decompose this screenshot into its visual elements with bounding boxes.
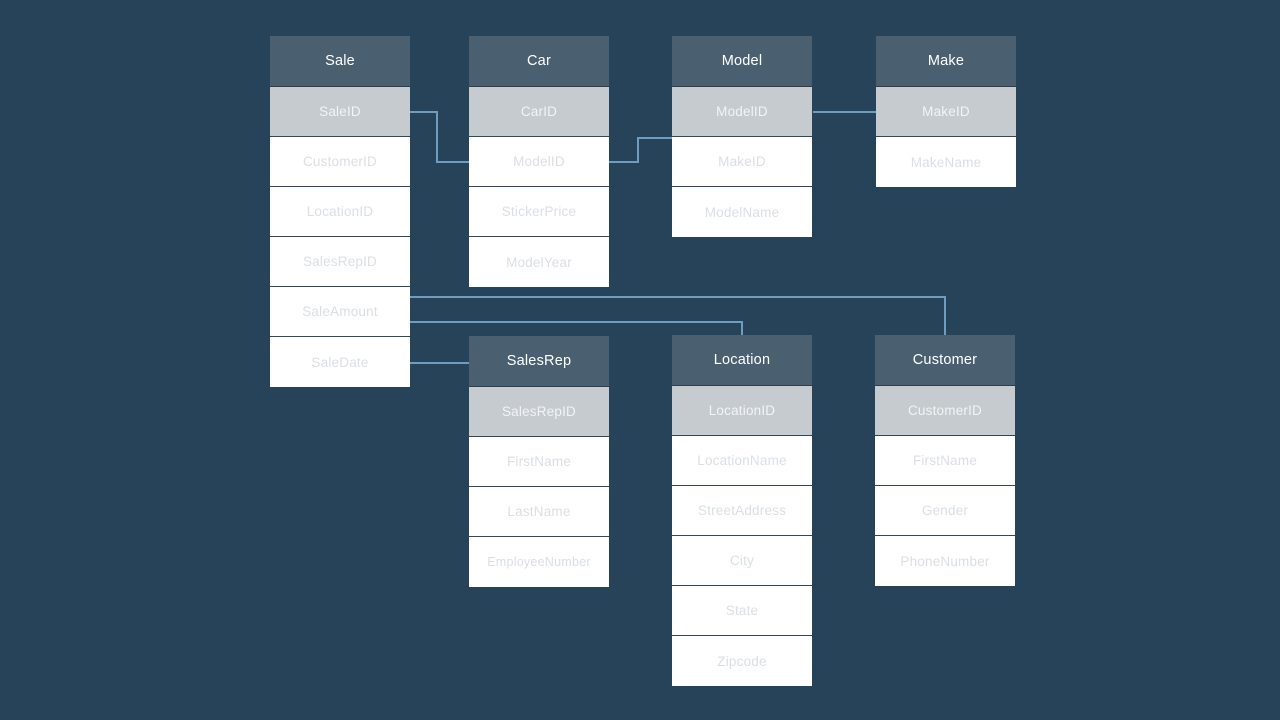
field-row-salesrep[interactable]: EmployeeNumber	[469, 537, 609, 587]
primary-key-row-location[interactable]: LocationID	[672, 386, 812, 436]
field-row-location[interactable]: StreetAddress	[672, 486, 812, 536]
field-row-location[interactable]: State	[672, 586, 812, 636]
entity-title-salesrep: SalesRep	[469, 336, 609, 387]
field-row-model[interactable]: ModelName	[672, 187, 812, 237]
relationship-connector	[410, 111, 469, 163]
field-row-sale[interactable]: SalesRepID	[270, 237, 410, 287]
relationship-connector	[410, 296, 946, 336]
field-row-model[interactable]: MakeID	[672, 137, 812, 187]
primary-key-row-model[interactable]: ModelID	[672, 87, 812, 137]
entity-title-location: Location	[672, 335, 812, 386]
field-row-customer[interactable]: FirstName	[875, 436, 1015, 486]
field-row-car[interactable]: ModelID	[469, 137, 609, 187]
field-row-salesrep[interactable]: FirstName	[469, 437, 609, 487]
field-row-salesrep[interactable]: LastName	[469, 487, 609, 537]
field-row-sale[interactable]: SaleDate	[270, 337, 410, 387]
field-row-car[interactable]: ModelYear	[469, 237, 609, 287]
primary-key-row-customer[interactable]: CustomerID	[875, 386, 1015, 436]
field-row-customer[interactable]: PhoneNumber	[875, 536, 1015, 586]
primary-key-row-sale[interactable]: SaleID	[270, 87, 410, 137]
field-row-sale[interactable]: CustomerID	[270, 137, 410, 187]
entity-title-customer: Customer	[875, 335, 1015, 386]
relationship-connector	[410, 321, 743, 336]
field-row-location[interactable]: LocationName	[672, 436, 812, 486]
field-row-sale[interactable]: SaleAmount	[270, 287, 410, 337]
entity-title-car: Car	[469, 36, 609, 87]
field-row-location[interactable]: Zipcode	[672, 636, 812, 686]
entity-title-sale: Sale	[270, 36, 410, 87]
primary-key-row-make[interactable]: MakeID	[876, 87, 1016, 137]
field-row-car[interactable]: StickerPrice	[469, 187, 609, 237]
field-row-make[interactable]: MakeName	[876, 137, 1016, 187]
primary-key-row-car[interactable]: CarID	[469, 87, 609, 137]
entity-title-model: Model	[672, 36, 812, 87]
field-row-location[interactable]: City	[672, 536, 812, 586]
relationship-connector	[609, 137, 672, 163]
field-row-sale[interactable]: LocationID	[270, 187, 410, 237]
primary-key-row-salesrep[interactable]: SalesRepID	[469, 387, 609, 437]
entity-title-make: Make	[876, 36, 1016, 87]
field-row-customer[interactable]: Gender	[875, 486, 1015, 536]
